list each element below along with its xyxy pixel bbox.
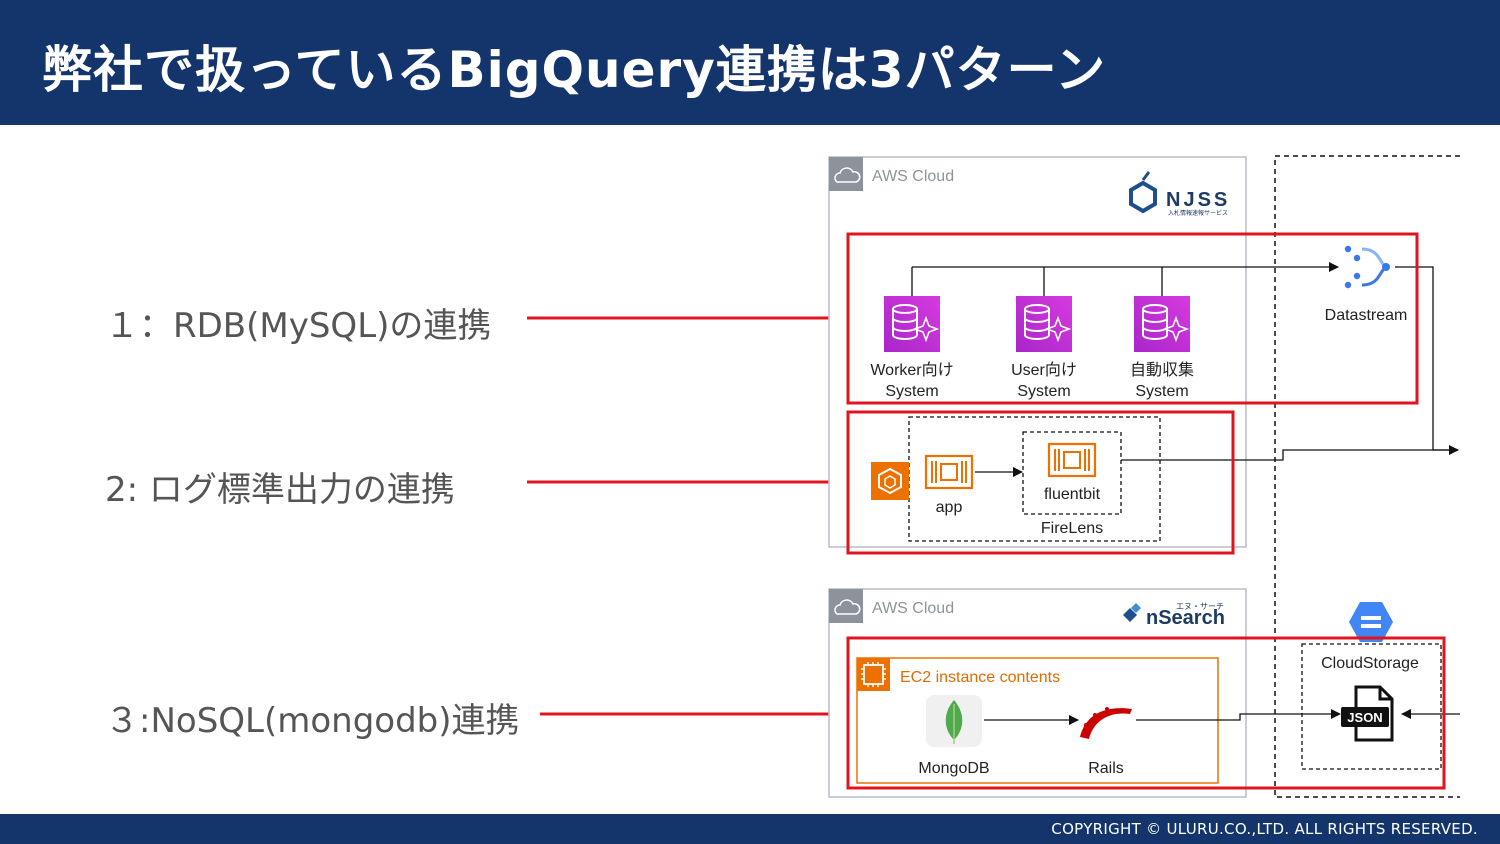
json-file-icon: JSON bbox=[1341, 685, 1394, 742]
datastream-label: Datastream bbox=[1325, 307, 1408, 324]
aws-cloud-label-2: AWS Cloud bbox=[872, 600, 954, 617]
fluentbit-label: fluentbit bbox=[1044, 486, 1101, 503]
app-label: app bbox=[936, 499, 963, 516]
ec2-flow: EC2 instance contents MongoDB Rails Clou… bbox=[856, 602, 1460, 784]
db-label-auto-system: System bbox=[1135, 383, 1188, 400]
njss-logo: NJSS 入札情報速報サービス bbox=[1129, 171, 1230, 217]
nsearch-brand: nSearch bbox=[1146, 607, 1225, 629]
njss-brand: NJSS bbox=[1166, 189, 1230, 211]
db-label-user: User向け bbox=[1011, 361, 1077, 379]
highlight-box-pattern-3 bbox=[846, 636, 1446, 790]
rds-flow: Worker向け System User向け System 自動収集 Syste… bbox=[870, 245, 1458, 451]
aws-cloud-group-2: AWS Cloud nSearch エヌ・サーチ bbox=[828, 588, 1247, 798]
ecs-icon bbox=[871, 462, 909, 500]
rails-output-line bbox=[1136, 709, 1341, 721]
mongodb-icon bbox=[926, 695, 982, 747]
rds-database-icon bbox=[1016, 296, 1072, 352]
page-title: 弊社で扱っているBigQuery連携は3パターン bbox=[42, 41, 1107, 99]
pattern-label-1: １：RDB(MySQL)の連携 bbox=[105, 306, 492, 346]
fluentbit-output-line bbox=[1121, 445, 1459, 461]
rails-icon bbox=[1080, 707, 1132, 739]
fluentbit-container-icon bbox=[1047, 442, 1097, 478]
ecs-flow: app fluentbit FireLens bbox=[871, 416, 1459, 542]
app-container-icon bbox=[924, 454, 974, 490]
nsearch-logo: nSearch エヌ・サーチ bbox=[1123, 602, 1225, 629]
pattern-label-2: 2: ログ標準出力の連携 bbox=[105, 470, 455, 510]
datastream-icon bbox=[1344, 245, 1390, 289]
aws-cloud-label-1: AWS Cloud bbox=[872, 168, 954, 185]
db-label-user-system: System bbox=[1017, 383, 1070, 400]
highlight-box-pattern-1 bbox=[846, 232, 1419, 405]
copyright-text: COPYRIGHT © ULURU.CO.,LTD. ALL RIGHTS RE… bbox=[1051, 820, 1478, 838]
rails-label: Rails bbox=[1088, 760, 1124, 777]
cloud-storage-icon bbox=[1349, 602, 1393, 642]
njss-subtitle: 入札情報速報サービス bbox=[1168, 209, 1228, 217]
cloud-icon bbox=[829, 157, 863, 191]
footer-bar: COPYRIGHT © ULURU.CO.,LTD. ALL RIGHTS RE… bbox=[0, 814, 1500, 844]
json-label: JSON bbox=[1347, 710, 1382, 725]
header-bar: 弊社で扱っているBigQuery連携は3パターン bbox=[0, 0, 1500, 125]
db-label-worker-system: System bbox=[885, 383, 938, 400]
pattern-label-3: ３:NoSQL(mongodb)連携 bbox=[105, 701, 520, 741]
highlight-box-pattern-2 bbox=[846, 410, 1235, 555]
datastream-output-line bbox=[1395, 266, 1458, 451]
cloud-storage-label: CloudStorage bbox=[1321, 655, 1419, 672]
mongodb-label: MongoDB bbox=[918, 760, 989, 777]
gcp-region bbox=[1274, 155, 1460, 798]
cloud-storage-box bbox=[1301, 643, 1442, 770]
firelens-label: FireLens bbox=[1041, 520, 1103, 537]
ec2-icon bbox=[857, 658, 890, 691]
ec2-label: EC2 instance contents bbox=[900, 669, 1060, 686]
db-label-worker: Worker向け bbox=[870, 361, 953, 379]
cloud-icon-2 bbox=[829, 589, 863, 623]
db-label-auto: 自動収集 bbox=[1130, 361, 1194, 379]
rds-database-icon bbox=[884, 296, 940, 352]
nsearch-subtitle: エヌ・サーチ bbox=[1176, 602, 1224, 611]
firelens-box bbox=[1022, 431, 1122, 515]
rds-database-icon bbox=[1134, 296, 1190, 352]
